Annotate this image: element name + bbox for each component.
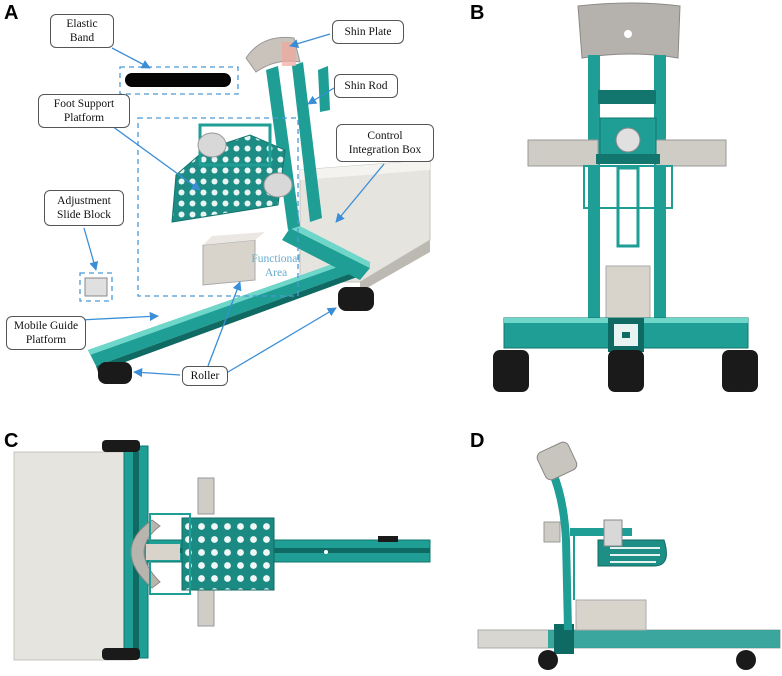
panel-a bbox=[79, 33, 431, 384]
roller-b-right bbox=[722, 350, 758, 392]
roller-back-a bbox=[338, 287, 374, 311]
arrow-slide-block bbox=[83, 227, 99, 271]
panel-b bbox=[493, 2, 758, 392]
roller-c-bottom bbox=[102, 648, 140, 660]
shin-plate-d bbox=[536, 441, 578, 481]
roller-d-left bbox=[538, 650, 558, 670]
label-functional-area: Functional Area bbox=[251, 253, 301, 279]
label-control-integration-box: Control Integration Box bbox=[336, 124, 434, 162]
roller-c-top bbox=[102, 440, 140, 452]
label-roller: Roller bbox=[182, 366, 228, 386]
arrow-shin-rod bbox=[307, 87, 335, 105]
drive-box-b bbox=[605, 265, 651, 319]
shin-plate-c bbox=[130, 519, 161, 589]
panel-letter-c: C bbox=[4, 430, 19, 452]
elastic-band-dashed-box bbox=[119, 66, 239, 95]
shin-rod-d bbox=[548, 470, 572, 630]
label-elastic-band: Elastic Band bbox=[50, 14, 114, 48]
roller-b-left bbox=[493, 350, 529, 392]
roller-front-a bbox=[98, 362, 132, 384]
arrow-shin-plate bbox=[289, 33, 331, 49]
arrow-control-box bbox=[335, 163, 385, 223]
drive-box-d bbox=[575, 599, 647, 631]
motor-lower bbox=[263, 172, 293, 198]
shin-rod-b-left bbox=[588, 55, 600, 335]
arrow-elastic-band bbox=[111, 47, 151, 69]
arrow-foot-support bbox=[111, 125, 201, 191]
elastic-band bbox=[125, 73, 231, 87]
label-mobile-guide-platform: Mobile Guide Platform bbox=[6, 316, 86, 350]
foot-support-platform-c bbox=[181, 517, 275, 591]
label-adjustment-slide-block: Adjustment Slide Block bbox=[44, 190, 124, 226]
panel-c bbox=[13, 440, 431, 661]
label-foot-support-platform: Foot Support Platform bbox=[38, 94, 130, 128]
roller-b-mid bbox=[608, 350, 644, 392]
roller-d-right bbox=[736, 650, 756, 670]
slide-block-dashed-box bbox=[79, 272, 113, 302]
arrow-mobile-guide bbox=[79, 311, 159, 321]
arrow-roller-left bbox=[133, 367, 181, 378]
panel-d bbox=[477, 441, 781, 670]
control-box-top-c bbox=[13, 451, 133, 661]
adjustment-slide-block bbox=[84, 277, 108, 297]
label-shin-rod: Shin Rod bbox=[334, 74, 398, 98]
arrow-roller-right bbox=[227, 307, 337, 373]
mobile-guide-rail bbox=[88, 258, 360, 366]
panel-letter-a: A bbox=[4, 2, 19, 24]
panel-letter-b: B bbox=[470, 2, 485, 24]
motor-upper bbox=[197, 132, 227, 158]
cross-rail bbox=[282, 228, 370, 280]
arrow-roller-mid bbox=[207, 281, 242, 367]
drive-box-a bbox=[202, 239, 256, 286]
side-plate-left bbox=[527, 139, 599, 167]
functional-area-dashed-box bbox=[137, 117, 299, 297]
panel-letter-d: D bbox=[470, 430, 485, 452]
label-shin-plate: Shin Plate bbox=[332, 20, 404, 44]
